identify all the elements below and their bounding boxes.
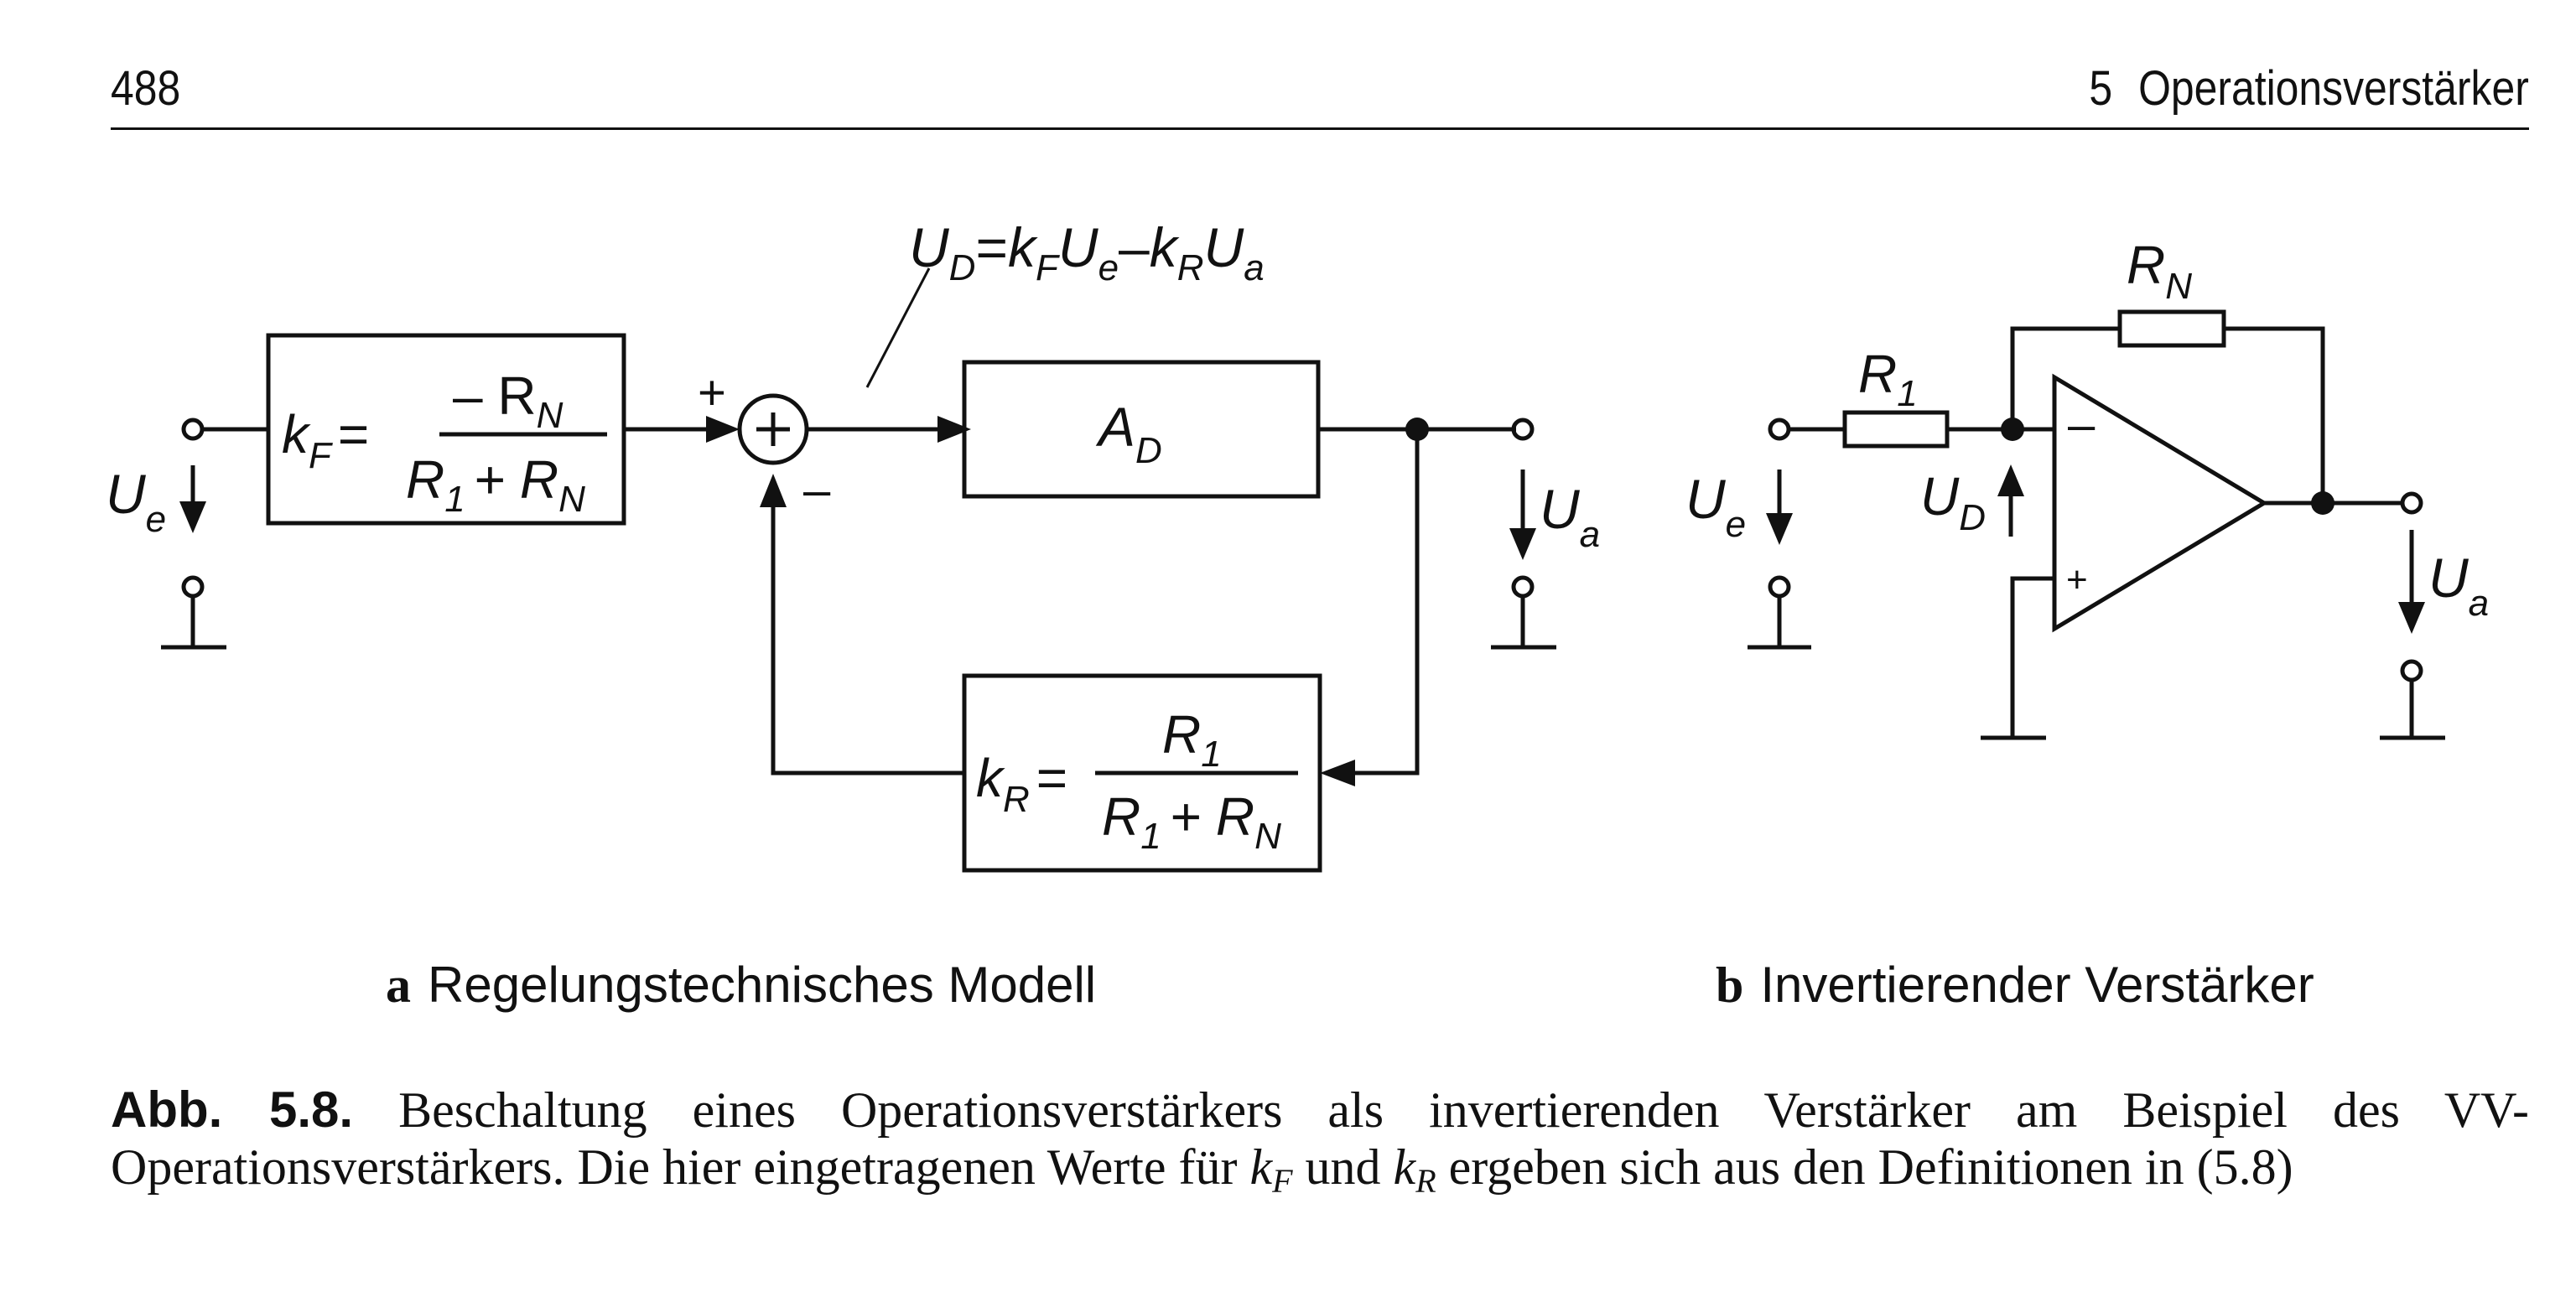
- caption-kr: k: [1393, 1139, 1416, 1195]
- amplifier-input-arrowhead: [937, 416, 971, 443]
- output-terminal-bottom: [1511, 575, 1535, 599]
- caption-label: Abb. 5.8.: [111, 1082, 354, 1138]
- equation-ud: UD=kFUe–kRUa: [909, 216, 1265, 288]
- summer-plus-label: +: [698, 366, 726, 420]
- subcaption-b-letter: b: [1716, 957, 1744, 1013]
- forward-block-denominator: R1+ RN: [406, 449, 585, 520]
- b-ue-arrowhead: [1766, 513, 1793, 545]
- equation-leader-line: [865, 267, 931, 388]
- caption-text-1: Beschaltung eines Operationsverstärkers …: [111, 1082, 2529, 1195]
- running-head: 5 Operationsverstärker: [2090, 60, 2529, 117]
- feedback-block-lhs: kR=: [976, 748, 1067, 820]
- feedback-block-denominator: R1+ RN: [1102, 786, 1281, 857]
- chapter-title: Operationsverstärker: [2138, 61, 2529, 116]
- feedback-arrowhead: [1320, 760, 1355, 786]
- b-rn-label: RN: [2127, 235, 2192, 307]
- b-ud-arrowhead: [1997, 464, 2024, 496]
- opamp-triangle: [2052, 373, 2268, 633]
- b-input-terminal-top: [1768, 418, 1791, 441]
- resistor-rn: [2117, 309, 2226, 348]
- amplifier-block: [962, 360, 1321, 499]
- amplifier-block-label: AD: [1095, 396, 1162, 471]
- input-terminal-top: [181, 418, 205, 441]
- b-input-terminal-bottom: [1768, 575, 1791, 599]
- figure-b-inverting-amplifier: [1748, 309, 2445, 740]
- subcaption-b-text: Invertierender Verstärker: [1760, 957, 2314, 1013]
- ue-arrowhead: [179, 501, 206, 533]
- caption-kf-sub: F: [1272, 1162, 1293, 1200]
- b-output-node-dot: [2311, 491, 2334, 515]
- caption-text-2: und: [1292, 1139, 1394, 1195]
- subcaption-a-text: Regelungstechnisches Modell: [428, 957, 1097, 1013]
- forward-arrowhead: [706, 416, 740, 443]
- output-voltage-label: Ua: [1540, 478, 1600, 555]
- subcaption-a-letter: a: [386, 957, 411, 1013]
- chapter-number: 5: [2089, 61, 2113, 116]
- forward-block-numerator: – RN: [453, 366, 564, 436]
- ua-arrowhead: [1509, 528, 1536, 560]
- b-output-voltage-label: Ua: [2428, 547, 2489, 624]
- summer-minus-arrowhead: [760, 474, 787, 507]
- b-opamp-minus-label: –: [2068, 397, 2096, 452]
- b-ud-label: UD: [1920, 466, 1986, 538]
- caption-kr-sub: R: [1415, 1162, 1436, 1200]
- subcaption-a: a Regelungstechnisches Modell: [386, 956, 1096, 1014]
- input-voltage-label: Ue: [106, 463, 166, 540]
- resistor-r1: [1842, 410, 1950, 449]
- subcaption-b: b Invertierender Verstärker: [1716, 956, 2314, 1014]
- b-output-terminal-top: [2400, 491, 2423, 515]
- b-output-terminal-bottom: [2400, 659, 2423, 682]
- header-rule: [111, 127, 2529, 130]
- output-terminal-top: [1511, 418, 1535, 441]
- b-r1-label: R1: [1858, 344, 1918, 414]
- caption-text-3: ergeben sich aus den Definitionen in (5.…: [1436, 1139, 2293, 1195]
- page-number: 488: [111, 61, 181, 116]
- b-input-voltage-label: Ue: [1685, 468, 1746, 545]
- figure-caption: Abb. 5.8. Beschaltung eines Operationsve…: [111, 1082, 2529, 1210]
- b-opamp-plus-label: +: [2066, 559, 2088, 600]
- forward-block-lhs: kF=: [282, 404, 369, 476]
- b-ua-arrowhead: [2398, 602, 2425, 634]
- summer-minus-label: –: [803, 463, 831, 517]
- output-node-dot: [1405, 418, 1429, 441]
- caption-kf: k: [1249, 1139, 1273, 1195]
- b-inverting-node-dot: [2001, 418, 2024, 441]
- feedback-block-numerator: R1: [1162, 704, 1222, 775]
- input-terminal-bottom: [181, 575, 205, 599]
